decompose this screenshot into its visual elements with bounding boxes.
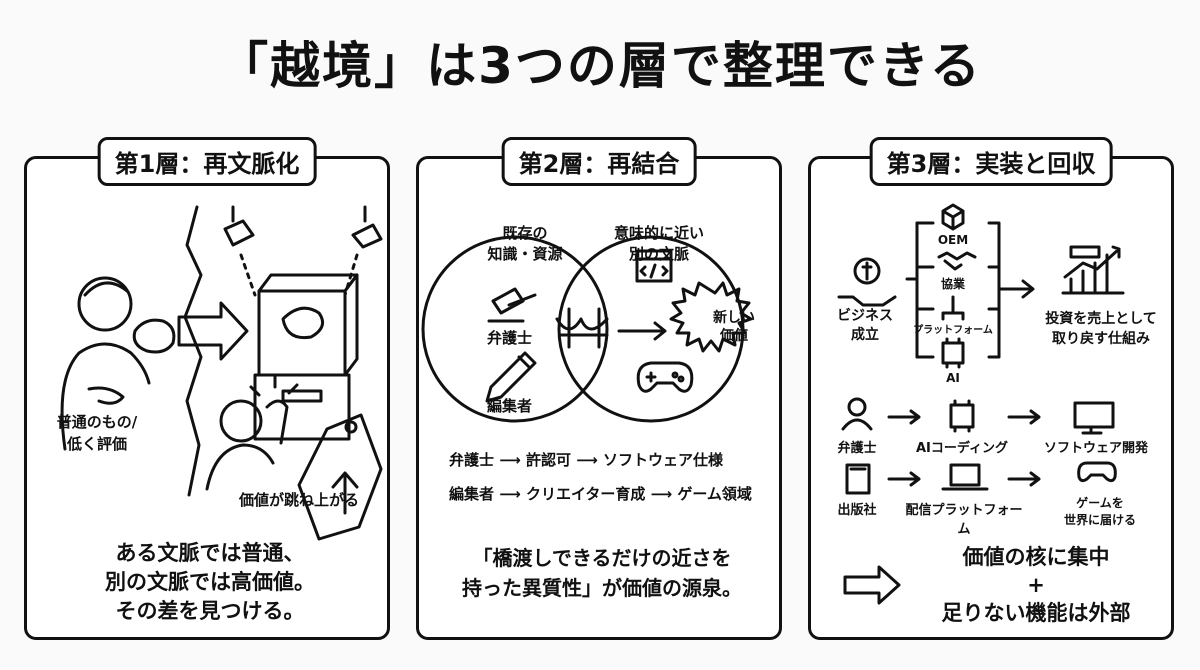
rock-icon (132, 318, 176, 354)
book-icon (845, 463, 871, 495)
bridge-icon (555, 307, 609, 349)
panel-1-illustration (60, 205, 383, 541)
money-hand-icon (837, 257, 897, 307)
arrow-right-icon (617, 321, 667, 341)
branch-collab: 協業 (940, 277, 965, 291)
gavel-icon (487, 287, 537, 323)
arrow-right-icon (997, 279, 1035, 299)
panel-2-illustration (421, 235, 753, 423)
role-lawyer: 弁護士 (487, 329, 533, 347)
lawyer-icon (841, 397, 873, 431)
gamepad-icon (1077, 461, 1117, 483)
flow-row-1: 弁護士 ⟶ 許認可 ⟶ ソフトウェア仕様 (449, 451, 723, 469)
example-2-publisher: 出版社 (837, 503, 877, 518)
example-2-distribution: 配信プラットフォーム (905, 503, 1023, 537)
laptop-icon (941, 463, 989, 491)
label-value-jumps: 価値が跳ね上がる (239, 491, 360, 509)
flow-row-2: 編集者 ⟶ クリエイター育成 ⟶ ゲーム領域 (449, 485, 752, 503)
code-window-icon (635, 249, 673, 283)
network-icon (941, 295, 965, 321)
venn-circle-left (421, 235, 609, 423)
panel-layer-1: 第1層：再文脈化 (24, 137, 390, 640)
chip-icon (941, 337, 965, 369)
gamepad-icon (636, 361, 694, 393)
panel-2-tag: 第2層：再結合 (501, 137, 697, 186)
panel-layer-3: 第3層：実装と回収 (808, 137, 1174, 640)
panel-3-tag: 第3層：実装と回収 (869, 137, 1113, 186)
branch-ai: AI (946, 371, 960, 385)
arrow-icon: ⟶ (650, 485, 678, 503)
example-1-lawyer: 弁護士 (837, 441, 877, 456)
role-editor: 編集者 (487, 397, 533, 415)
ai-chip-icon (949, 399, 975, 433)
arrow-icon: ⟶ (499, 485, 526, 503)
zigzag-divider (183, 205, 203, 497)
panel-1-tag: 第1層：再文脈化 (97, 137, 317, 186)
circle-left-label: 既存の 知識・資源 (487, 224, 563, 263)
handshake-icon (937, 251, 977, 271)
pen-icon (485, 351, 537, 403)
panel-3-summary: 価値の核に集中 + 足りない機能は外部 (941, 545, 1131, 625)
arrow-right-icon (177, 301, 249, 361)
chart-up-icon (1061, 245, 1125, 295)
box-icon (941, 203, 965, 231)
label-ordinary: 普通のもの/ 低く評価 (56, 413, 138, 453)
panel-2-summary: 「橋渡しできるだけの近さを 持った異質性」が価値の源泉。 (462, 546, 742, 600)
circle-right-label: 意味的に近い 別の文脈 (613, 224, 704, 263)
panel-1-summary: ある文脈では普通、 別の文脈では高価値。 その差を見つける。 (105, 541, 315, 623)
panel-3-illustration (837, 203, 1125, 605)
panel-layer-2: 第2層：再結合 (416, 137, 782, 640)
person-icon (60, 276, 151, 451)
spotlight-icon (223, 205, 383, 249)
example-1-software: ソフトウェア開発 (1043, 441, 1148, 456)
arrow-icon: ⟶ (576, 451, 603, 469)
display-case-icon (253, 273, 359, 441)
outcome-label: 投資を売上として 取り戻す仕組み (1045, 311, 1157, 347)
price-tag-icon (297, 413, 383, 541)
example-1-ai-coding: AIコーディング (916, 441, 1008, 456)
starburst-badge (669, 281, 753, 353)
page-title: 「越境」は3つの層で整理できる (218, 37, 982, 95)
branch-oem: OEM (937, 233, 969, 247)
monitor-icon (1073, 401, 1115, 435)
branch-platform: プラットフォーム (913, 325, 993, 336)
big-arrow-icon (843, 565, 901, 605)
business-label: ビジネス 成立 (837, 308, 893, 343)
clapping-person-icon (205, 373, 299, 491)
new-value-label: 新しい 価値 (713, 310, 755, 344)
example-2-game-world: ゲームを 世界に届ける (1063, 496, 1136, 527)
arrow-icon: ⟶ (499, 451, 526, 469)
